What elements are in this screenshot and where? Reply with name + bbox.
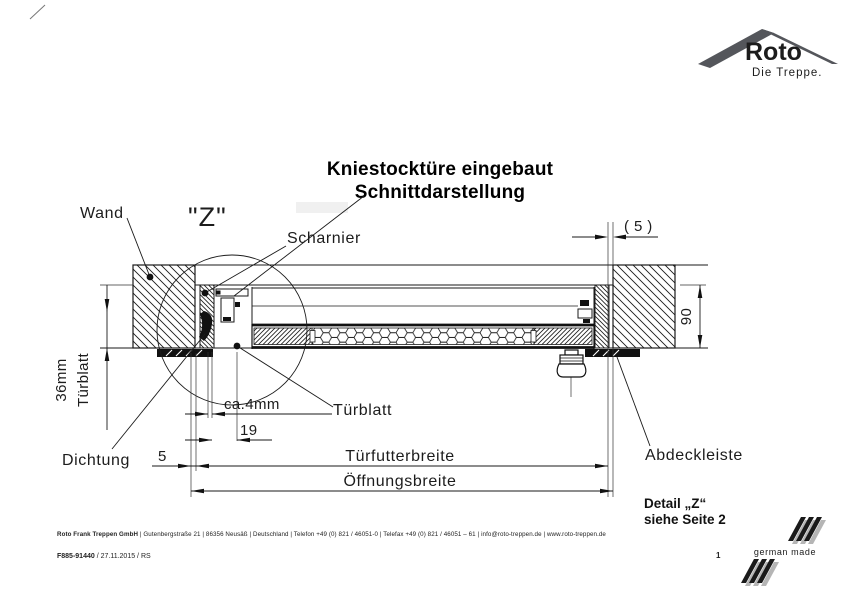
wand-leader bbox=[126, 217, 151, 278]
leaf-thickness-name: Türblatt bbox=[75, 353, 92, 407]
tuerblatt-label: Türblatt bbox=[333, 402, 392, 419]
dichtung-label: Dichtung bbox=[62, 452, 130, 469]
honeycomb-core bbox=[311, 327, 535, 345]
roof-icon bbox=[698, 29, 838, 68]
page-number: 1 bbox=[716, 551, 721, 560]
door-knob bbox=[556, 349, 587, 397]
footer-doc-meta: / 27.11.2015 / RS bbox=[94, 553, 151, 560]
footer-company: Roto Frank Treppen GmbH bbox=[57, 531, 139, 538]
frame-profile-lines bbox=[251, 287, 595, 325]
frame-head-board bbox=[194, 265, 614, 286]
wand-label: Wand bbox=[80, 205, 124, 222]
dim-frame-height-value: 90 bbox=[678, 308, 695, 326]
leaf-thickness-value: 36mm bbox=[53, 358, 70, 401]
detail-z-marker: "Z" bbox=[188, 202, 227, 232]
footer-doc-code: F885-91440 bbox=[57, 553, 95, 560]
german-made-logo: german made bbox=[741, 517, 826, 586]
detail-note: Detail „Z“ siehe Seite 2 bbox=[644, 496, 726, 528]
frame-width-label: Türfutterbreite bbox=[345, 448, 454, 465]
dim-hinge-gap-value: ca.4mm bbox=[224, 396, 280, 413]
scharnier-label: Scharnier bbox=[287, 230, 361, 247]
roto-logo: Roto Die Treppe. bbox=[698, 29, 838, 79]
seal bbox=[199, 311, 213, 341]
footer-doc-line: F885-91440 / 27.11.2015 / RS bbox=[57, 553, 151, 560]
leaf-rail-right bbox=[533, 327, 593, 345]
reference-dots bbox=[146, 273, 241, 350]
door-leaf bbox=[251, 323, 595, 349]
brand-tagline: Die Treppe. bbox=[752, 67, 822, 79]
footer-address-line: Roto Frank Treppen GmbH | Gutenbergstraß… bbox=[57, 531, 606, 538]
title-line-1: Kniestocktüre eingebaut bbox=[326, 159, 554, 180]
frame-jamb-right bbox=[594, 284, 610, 349]
lock bbox=[577, 300, 593, 323]
leaf-rail-left bbox=[253, 327, 313, 345]
stripes-top-icon bbox=[788, 517, 826, 544]
footer-address: | Gutenbergstraße 21 | 86356 Neusäß | De… bbox=[138, 531, 606, 538]
abdeckleiste-label: Abdeckleiste bbox=[645, 447, 743, 464]
erased-label-remnant bbox=[296, 202, 348, 213]
scharnier-leader bbox=[204, 245, 287, 294]
tuerblatt-leader bbox=[236, 345, 334, 408]
dim-top-gap-value: ( 5 ) bbox=[624, 218, 653, 235]
title-line-2: Schnittdarstellung bbox=[354, 182, 526, 203]
cover-strip-left bbox=[157, 349, 213, 357]
drawing-title: Kniestocktüre eingebaut Schnittdarstellu… bbox=[240, 158, 640, 204]
leader-lines bbox=[111, 195, 651, 450]
cover-strip-right bbox=[585, 349, 640, 357]
hinge bbox=[215, 288, 249, 323]
wall-left bbox=[132, 264, 196, 349]
dim-overlap-value: 19 bbox=[240, 422, 258, 439]
stripes-bottom-icon bbox=[741, 559, 779, 586]
dim-side-gap-value: 5 bbox=[158, 448, 167, 465]
extension-lines bbox=[100, 222, 706, 497]
scharnier-leader-2 bbox=[233, 195, 365, 297]
german-made-text: german made bbox=[754, 547, 816, 557]
abdeckleiste-leader bbox=[616, 356, 651, 447]
brand-text: Roto bbox=[745, 38, 802, 66]
detail-note-line1: Detail „Z“ bbox=[644, 496, 707, 511]
dichtung-leader bbox=[111, 333, 206, 450]
detail-circle bbox=[156, 254, 308, 406]
opening-width-label: Öffnungsbreite bbox=[343, 472, 456, 490]
corner-mark bbox=[29, 4, 46, 20]
dimension-arrows bbox=[104, 234, 703, 494]
detail-note-line2: siehe Seite 2 bbox=[644, 512, 726, 527]
wall-right bbox=[612, 264, 676, 349]
